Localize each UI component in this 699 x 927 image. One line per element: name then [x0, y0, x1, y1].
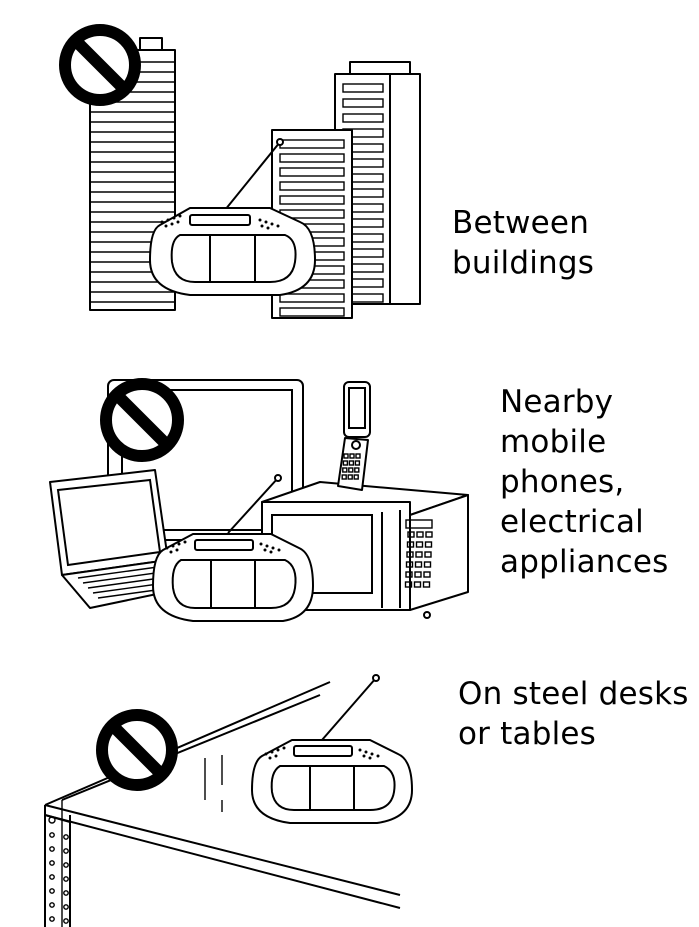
buildings-illustration: [0, 0, 699, 330]
caption-between-buildings: Between buildings: [452, 203, 594, 283]
prohibition-icon: [65, 30, 135, 100]
mobile-phone: [338, 382, 370, 490]
panel-nearby-appliances: Nearby mobile phones, electrical applian…: [0, 330, 699, 630]
panel-between-buildings: Between buildings: [0, 0, 699, 330]
caption-nearby-appliances: Nearby mobile phones, electrical applian…: [500, 382, 669, 582]
prohibition-icon: [102, 715, 172, 785]
radio-cassette-player: [252, 675, 412, 823]
caption-steel-desk: On steel desks or tables: [458, 674, 689, 754]
prohibition-icon: [106, 384, 178, 456]
panel-steel-desk: On steel desks or tables: [0, 640, 699, 927]
